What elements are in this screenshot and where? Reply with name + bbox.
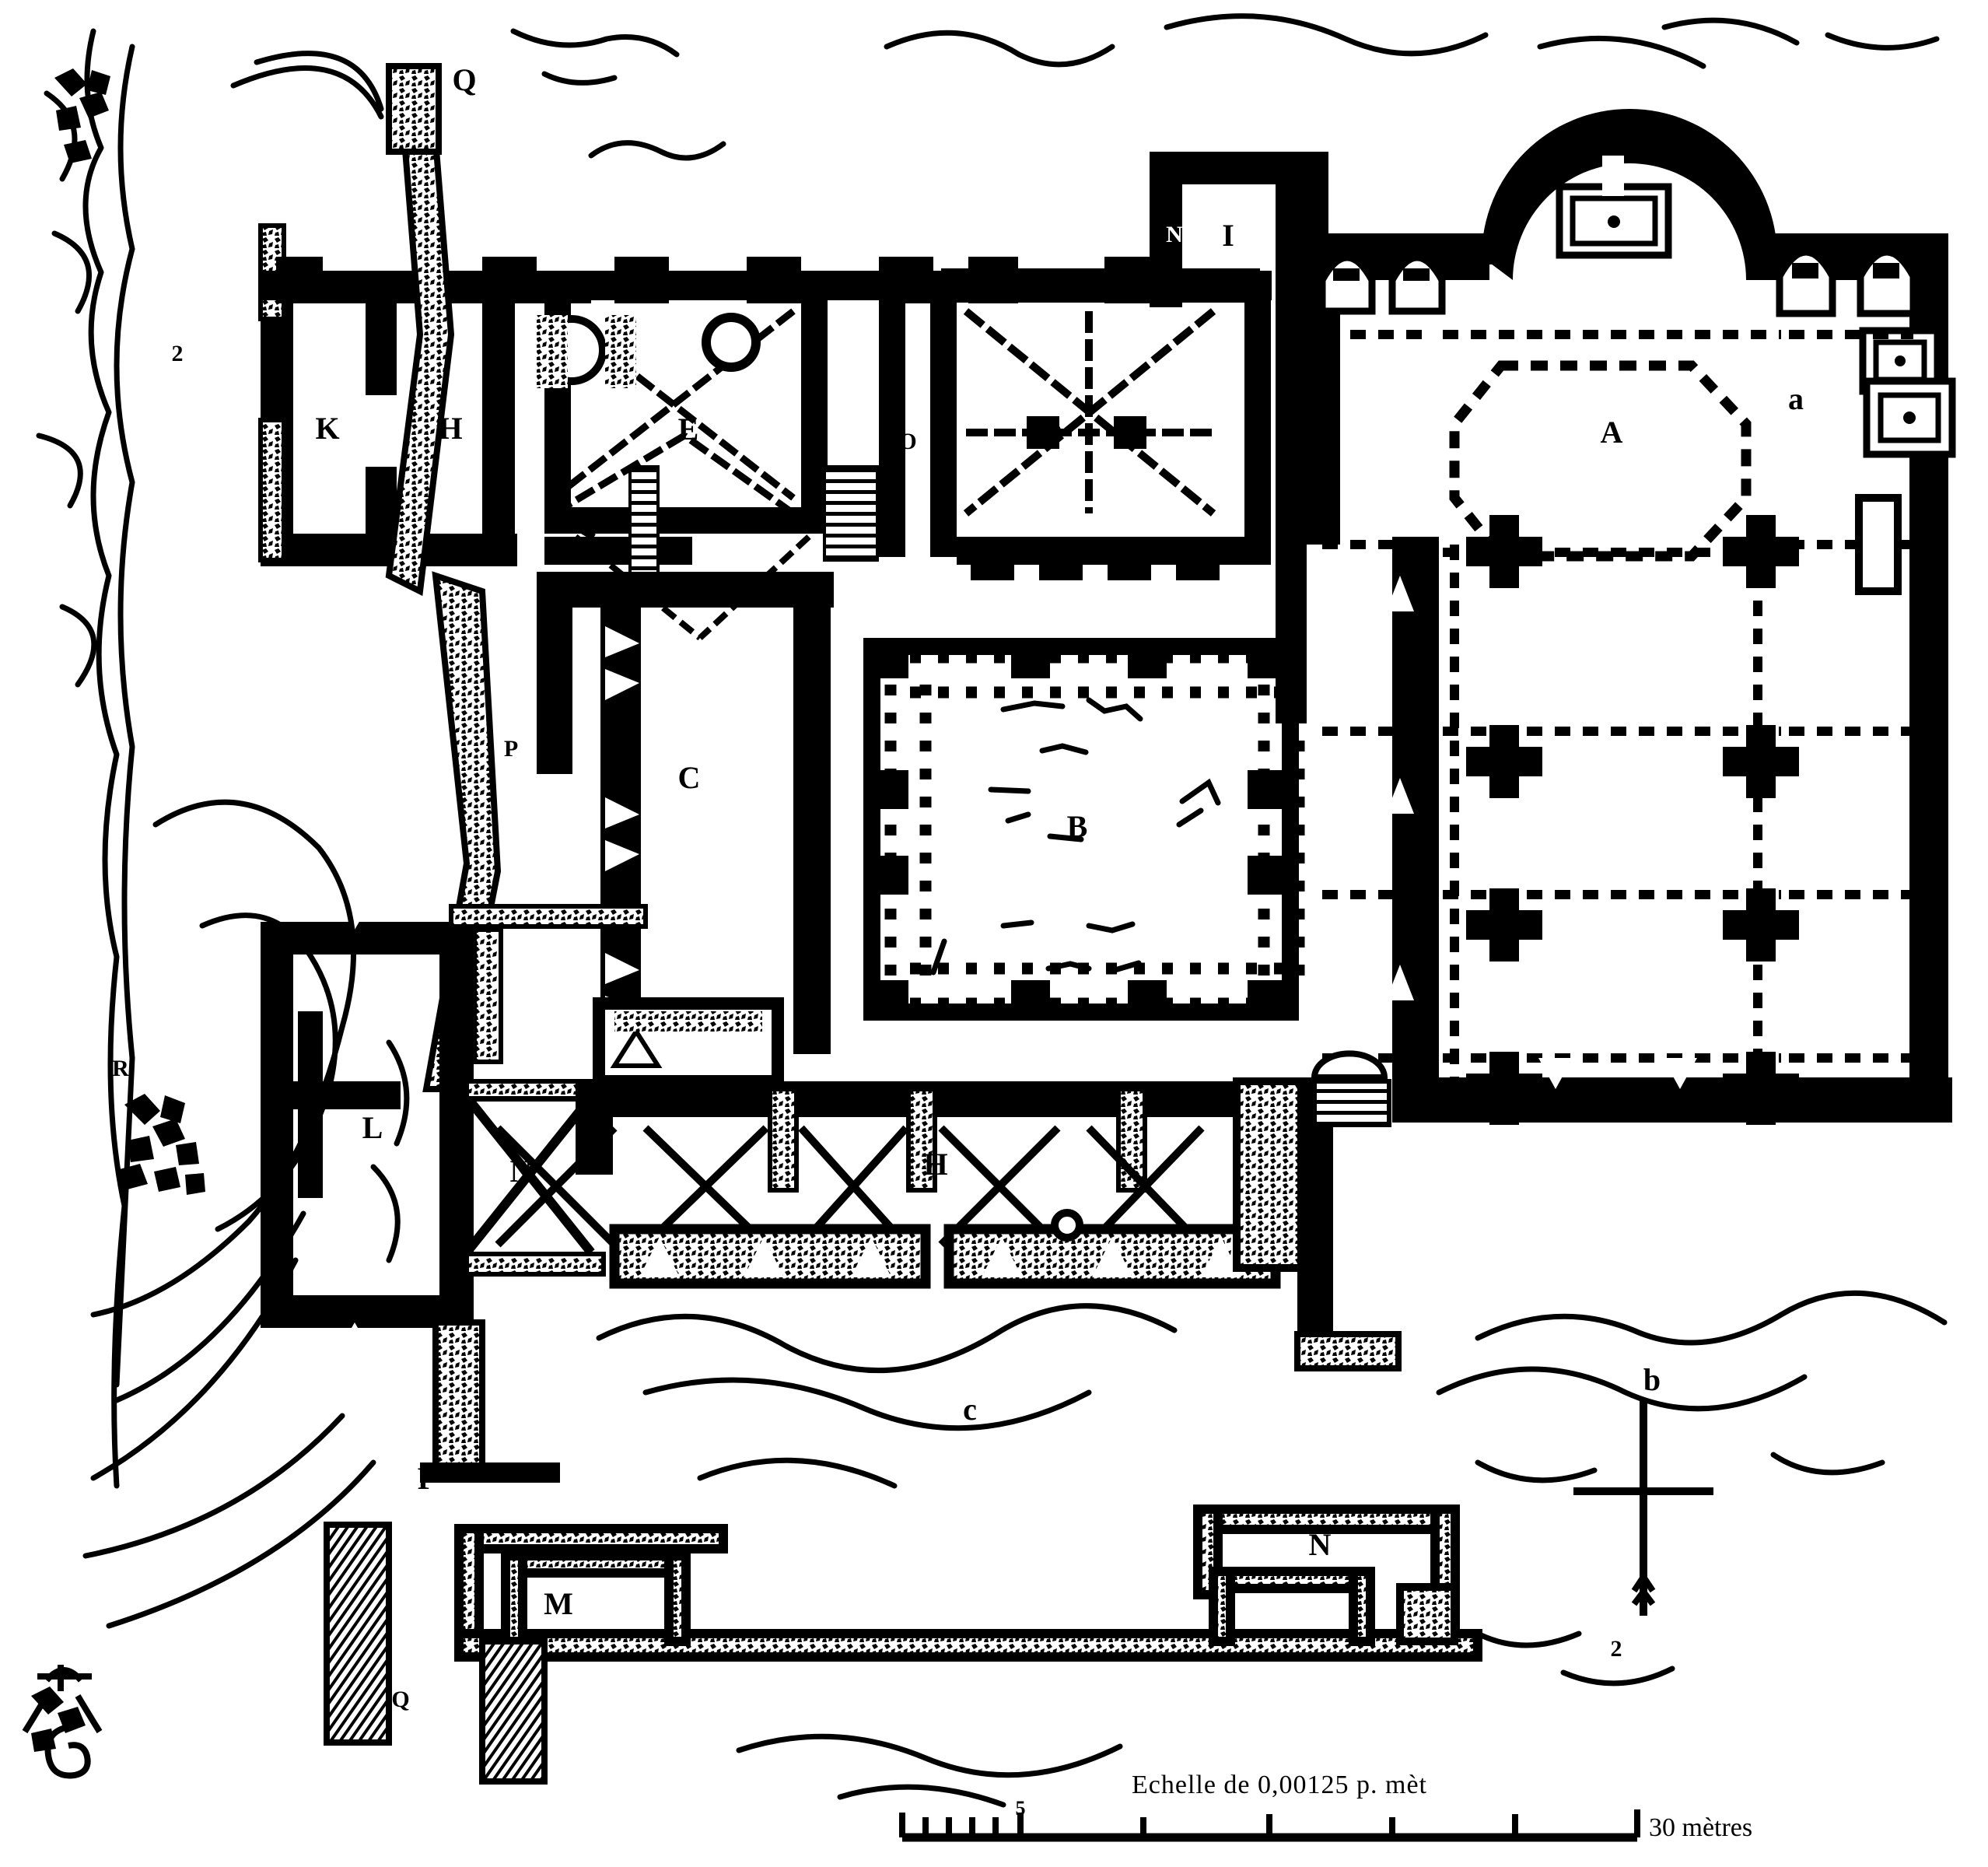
scale-bar-caption: Echelle de 0,00125 p. mèt	[1131, 1771, 1428, 1799]
room-label-N-outlying: N	[1308, 1527, 1332, 1562]
room-label-H-gallery: H	[923, 1147, 948, 1182]
orientation-cross	[1573, 1398, 1713, 1616]
scale-bar-graphic	[899, 1809, 1640, 1842]
terrain-label-R: R	[112, 1056, 129, 1081]
room-label-E: E	[677, 412, 699, 447]
room-label-C: C	[677, 760, 701, 795]
terrain-sketch	[36, 13, 1948, 1808]
cruciform-piers	[1466, 515, 1799, 1125]
room-label-N-southwest: N	[509, 1154, 533, 1189]
room-label-H-north: H	[438, 411, 463, 446]
room-label-D: D	[1040, 415, 1063, 450]
scale-bar-end-label: 30 mètres	[1649, 1813, 1753, 1842]
room-label-P-terrace: P	[417, 1461, 437, 1496]
room-label-c: c	[963, 1392, 977, 1427]
room-label-M: M	[544, 1586, 573, 1621]
terrain-label-north: 2	[171, 341, 184, 366]
scale-bar-tick-label: 5	[1015, 1797, 1026, 1820]
compass-label-b: b	[1643, 1362, 1661, 1397]
room-label-A: A	[1600, 415, 1623, 450]
room-label-N-niche: N	[1166, 222, 1183, 247]
terrain-label-south: 2	[1610, 1636, 1622, 1662]
engraver-monogram	[22, 1665, 103, 1779]
room-label-P-west: P	[503, 736, 519, 762]
room-label-Q-bank: Q	[391, 1687, 410, 1712]
room-label-a: a	[1788, 381, 1804, 416]
room-label-Q-tower: Q	[452, 62, 477, 97]
room-label-B: B	[1066, 809, 1088, 844]
room-label-I: I	[1222, 218, 1234, 253]
room-label-K: K	[315, 411, 340, 446]
masonry-walls	[258, 63, 1956, 1785]
cloister-arcade-piers	[870, 639, 1286, 1019]
room-label-L: L	[362, 1110, 383, 1145]
room-label-O: O	[898, 429, 917, 454]
